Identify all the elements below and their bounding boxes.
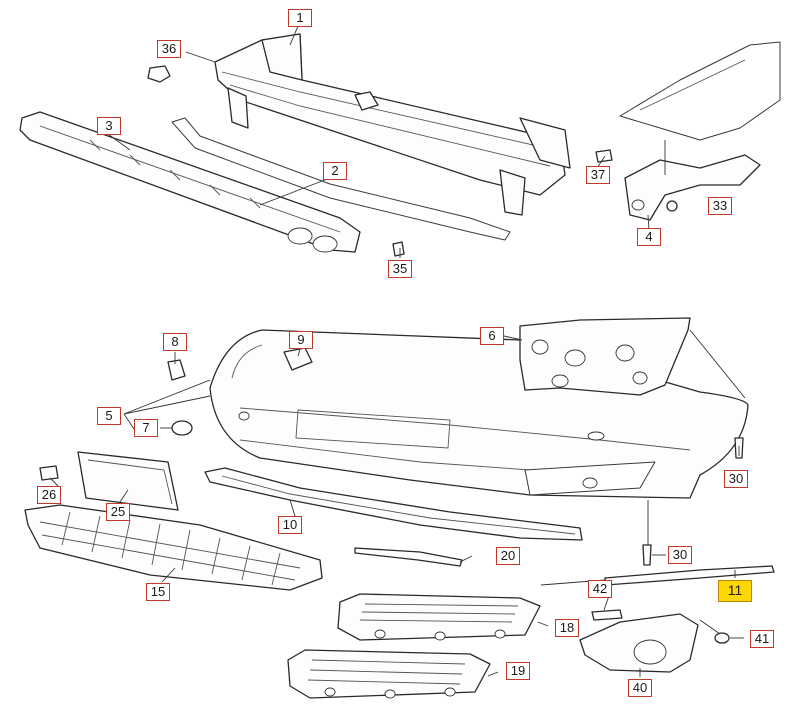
callout-4[interactable]: 4 — [637, 228, 661, 246]
fastener-35 — [392, 241, 405, 257]
callout-20[interactable]: 20 — [496, 547, 520, 565]
callout-30-upper[interactable]: 30 — [724, 470, 748, 488]
callout-11-highlighted[interactable]: 11 — [718, 580, 752, 602]
callout-9[interactable]: 9 — [289, 331, 313, 349]
callout-37[interactable]: 37 — [586, 166, 610, 184]
callout-40[interactable]: 40 — [628, 679, 652, 697]
bumper-reinforcement-beam — [214, 33, 571, 216]
callout-36[interactable]: 36 — [157, 40, 181, 58]
fastener-26 — [39, 465, 59, 481]
callout-7[interactable]: 7 — [134, 419, 158, 437]
callout-3[interactable]: 3 — [97, 117, 121, 135]
fender-edge — [619, 41, 781, 141]
callout-10[interactable]: 10 — [278, 516, 302, 534]
callout-30-lower[interactable]: 30 — [668, 546, 692, 564]
leader-lines-upper — [107, 25, 666, 258]
fog-lamp — [579, 613, 699, 673]
fastener-37 — [595, 149, 613, 163]
fog-lamp-grille-19 — [287, 649, 491, 699]
callout-35[interactable]: 35 — [388, 260, 412, 278]
fog-lamp-grille-18 — [337, 593, 541, 641]
callout-18[interactable]: 18 — [555, 619, 579, 637]
side-guide-bracket — [624, 154, 761, 221]
callout-26[interactable]: 26 — [37, 486, 61, 504]
cap-7 — [171, 420, 193, 436]
license-plate-holder — [77, 451, 179, 511]
fastener-33 — [666, 200, 678, 212]
clip-8 — [167, 359, 186, 381]
lower-spoiler — [204, 467, 583, 541]
callout-41[interactable]: 41 — [750, 630, 774, 648]
energy-absorber — [19, 111, 361, 253]
callout-25[interactable]: 25 — [106, 503, 130, 521]
callout-42[interactable]: 42 — [588, 580, 612, 598]
bumper-side-bracket — [519, 317, 691, 396]
bumper-bracket-strip — [171, 117, 511, 241]
trim-strip-20 — [354, 547, 463, 567]
screw-42 — [591, 609, 623, 621]
clip-9 — [283, 347, 313, 371]
callout-2[interactable]: 2 — [323, 162, 347, 180]
lower-grille — [24, 504, 323, 591]
screw-30-lower — [642, 544, 652, 566]
callout-8[interactable]: 8 — [163, 333, 187, 351]
fastener-36 — [147, 65, 171, 83]
nut-41 — [714, 632, 730, 644]
callout-6[interactable]: 6 — [480, 327, 504, 345]
callout-1[interactable]: 1 — [288, 9, 312, 27]
callout-33[interactable]: 33 — [708, 197, 732, 215]
callout-15[interactable]: 15 — [146, 583, 170, 601]
callout-19[interactable]: 19 — [506, 662, 530, 680]
callout-5[interactable]: 5 — [97, 407, 121, 425]
